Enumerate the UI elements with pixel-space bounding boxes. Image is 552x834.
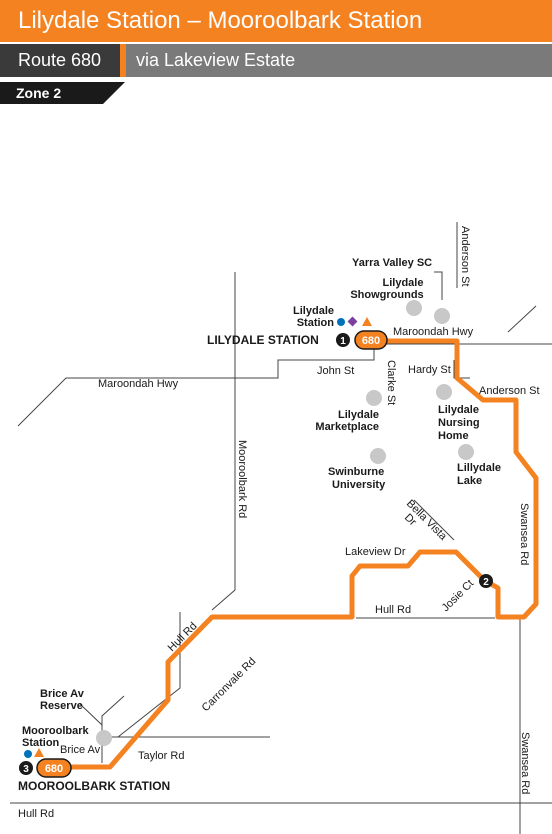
yarra-valley-sc-label: Yarra Valley SC: [352, 257, 432, 269]
timing-point-2-marker: 2: [479, 574, 493, 588]
timing-point-2-label: 2: [483, 577, 489, 588]
street-carronvale-rd: Carronvale Rd: [200, 655, 259, 714]
lilydale-station-landmark-2: Station: [297, 317, 335, 329]
mooroolbark-terminus: 3 680: [19, 758, 72, 778]
street-clarke-st: Clarke St: [385, 360, 397, 405]
nursing-home-label-1: Lilydale: [438, 404, 479, 416]
lake-label-2: Lake: [457, 475, 482, 487]
lake-landmark: [458, 444, 474, 460]
street-hull-rd-east: Hull Rd: [375, 604, 411, 616]
lilydale-mode-icons: [337, 316, 372, 327]
mooroolbark-landmark-1: Mooroolbark: [22, 725, 89, 737]
lilydale-station-landmark-1: Lilydale: [293, 305, 334, 317]
street-swansea-rd-lower: Swansea Rd: [519, 732, 531, 794]
zone-background: [0, 82, 125, 104]
marketplace-landmark: [366, 390, 382, 406]
train-icon: [337, 318, 345, 326]
route-divider: [120, 44, 126, 77]
street-john-st: John St: [317, 365, 354, 377]
marketplace-label-1: Lilydale: [338, 409, 379, 421]
bus-icon: [362, 317, 372, 326]
street-hardy-st: Hardy St: [408, 364, 451, 376]
lilydale-terminus: 1 680: [336, 330, 388, 350]
swinburne-landmark: [370, 448, 386, 464]
marketplace-label-2: Marketplace: [315, 421, 379, 433]
route-badge: [36, 758, 72, 778]
route-number: Route 680: [0, 44, 120, 77]
street-anderson-st: Anderson St: [479, 385, 540, 397]
nursing-home-label-2: Nursing: [438, 417, 480, 429]
nursing-home-label-3: Home: [438, 430, 469, 442]
street-hull-rd-south: Hull Rd: [18, 808, 54, 820]
bus-icon: [34, 748, 44, 757]
street-lakeview-dr: Lakeview Dr: [345, 546, 406, 558]
showgrounds-label-2: Showgrounds: [350, 289, 423, 301]
page-title: Lilydale Station – Mooroolbark Station: [18, 7, 423, 34]
brice-reserve-label-1: Brice Av: [40, 688, 85, 700]
landmark-dots: [96, 300, 474, 746]
lilydale-station-name: LILYDALE STATION: [207, 333, 319, 347]
swinburne-label-1: Swinburne: [328, 466, 384, 478]
timing-point-1: [336, 333, 350, 347]
train-icon: [24, 750, 32, 758]
timing-point-3-label: 3: [23, 764, 29, 775]
street-maroondah-hwy-east: Maroondah Hwy: [393, 326, 474, 338]
showgrounds-label-1: Lilydale: [383, 277, 424, 289]
street-mooroolbark-rd: Mooroolbark Rd: [236, 440, 248, 518]
street-network: [10, 222, 552, 834]
zone-label: Zone 2: [16, 85, 62, 101]
swinburne-label-2: University: [332, 479, 386, 491]
street-swansea-rd-upper: Swansea Rd: [518, 503, 530, 565]
mooroolbark-landmark-2: Station: [22, 737, 60, 749]
yarra-valley-sc-landmark: [434, 308, 450, 324]
header-bar: Lilydale Station – Mooroolbark Station: [0, 0, 552, 42]
route-badge-label: 680: [45, 763, 63, 775]
coach-icon: [347, 316, 358, 327]
route-badge-label: 680: [362, 335, 380, 347]
zone-badge: Zone 2: [0, 82, 125, 104]
timing-point-1-label: 1: [340, 336, 346, 347]
street-taylor-rd: Taylor Rd: [138, 750, 184, 762]
nursing-home-landmark: [436, 384, 452, 400]
lake-label-1: Lillydale: [457, 462, 501, 474]
route-badge: [354, 330, 388, 350]
brice-reserve-landmark: [96, 730, 112, 746]
street-josie-ct: Josie Ct: [440, 578, 477, 615]
street-maroondah-hwy-west: Maroondah Hwy: [98, 378, 179, 390]
street-brice-av: Brice Av: [60, 744, 101, 756]
route-via: via Lakeview Estate: [126, 44, 552, 77]
mooroolbark-mode-icons: [24, 748, 44, 758]
mooroolbark-station-name: MOOROOLBARK STATION: [18, 779, 170, 793]
showgrounds-landmark: [406, 300, 422, 316]
street-anderson-st-vertical: Anderson St: [459, 226, 471, 287]
brice-reserve-label-2: Reserve: [40, 700, 83, 712]
timing-point-3: [19, 761, 33, 775]
route-bar: Route 680 via Lakeview Estate: [0, 44, 552, 77]
